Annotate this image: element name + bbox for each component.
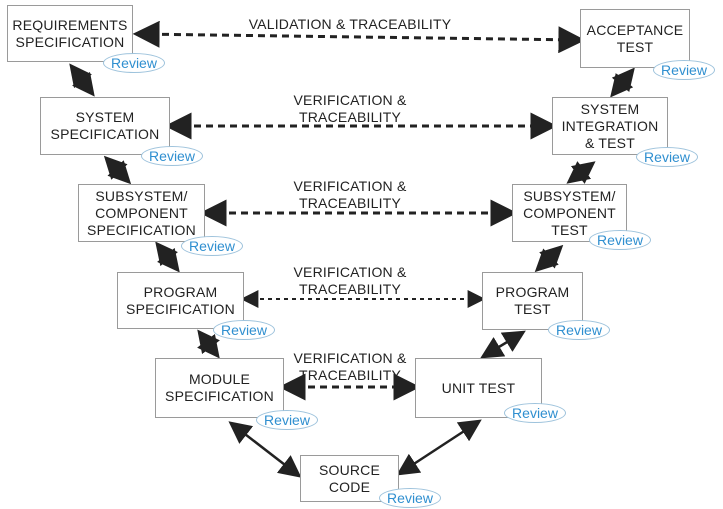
review-badge: Review — [181, 236, 243, 256]
connector-subsystem-test-to-system-integration — [566, 161, 596, 184]
review-badge: Review — [103, 53, 165, 73]
link-label-line: TRACEABILITY — [299, 109, 401, 125]
box-label: SPECIFICATION — [165, 388, 274, 404]
box-label: MODULE — [188, 371, 251, 387]
box-label: SOURCE — [318, 461, 381, 478]
box-label: SYSTEM — [75, 109, 135, 125]
box-label: COMPONENT — [523, 204, 616, 221]
connector-program-test-to-subsystem-test — [534, 244, 564, 273]
link-label-line: TRACEABILITY — [299, 195, 401, 211]
connector-module-to-source — [228, 421, 302, 478]
box-label: UNIT TEST — [441, 379, 516, 396]
box-label: COMPONENT — [95, 204, 188, 221]
box-label: SUBSYSTEM/ — [95, 187, 188, 204]
review-badge: Review — [589, 230, 651, 250]
verification-traceability-label: VERIFICATION & TRACEABILITY — [270, 92, 430, 126]
verification-traceability-label: VERIFICATION & TRACEABILITY — [270, 264, 430, 298]
box-label: SPECIFICATION — [50, 126, 160, 142]
program-specification-box: PROGRAM SPECIFICATION — [117, 272, 244, 329]
review-badge: Review — [504, 403, 566, 423]
box-label: CODE — [328, 478, 371, 495]
review-badge: Review — [256, 410, 318, 430]
requirements-specification-box: REQUIREMENTS SPECIFICATION — [7, 5, 133, 62]
source-code-box: SOURCE CODE — [300, 455, 399, 502]
box-label: INTEGRATION — [561, 117, 659, 134]
review-badge: Review — [141, 146, 203, 166]
box-label: TEST — [514, 301, 551, 317]
validation-traceability-arrow — [132, 20, 586, 54]
verification-traceability-label: VERIFICATION & TRACEABILITY — [270, 350, 430, 384]
box-label: SPECIFICATION — [87, 221, 196, 238]
connector-req-to-system — [69, 63, 95, 97]
box-label: SPECIFICATION — [126, 300, 235, 317]
connector-program-to-module — [197, 329, 220, 359]
link-label-line: TRACEABILITY — [299, 281, 401, 297]
box-label: SYSTEM — [580, 100, 640, 117]
link-label-line: VERIFICATION & — [293, 350, 407, 366]
review-badge: Review — [379, 488, 441, 508]
link-label-line: VALIDATION & TRACEABILITY — [248, 16, 452, 32]
review-badge: Review — [636, 147, 698, 167]
connector-system-integration-to-acceptance — [610, 67, 635, 98]
review-badge: Review — [548, 320, 610, 340]
connector-unittest-to-program-test — [480, 330, 526, 359]
box-label: REQUIREMENTS — [12, 16, 128, 33]
box-label: PROGRAM — [143, 283, 218, 300]
connector-system-to-subsystem — [103, 155, 132, 185]
box-label: SUBSYSTEM/ — [523, 187, 616, 204]
link-label-line: VERIFICATION & — [293, 264, 407, 280]
box-label: PROGRAM — [495, 284, 570, 300]
connector-subsystem-to-program — [155, 241, 180, 273]
box-label: SPECIFICATION — [15, 33, 125, 50]
module-specification-box: MODULE SPECIFICATION — [155, 358, 284, 418]
connector-source-to-unittest — [396, 419, 482, 476]
system-integration-test-box: SYSTEM INTEGRATION & TEST — [552, 97, 668, 155]
link-label-line: VERIFICATION & — [293, 92, 407, 108]
box-label: TEST — [551, 221, 588, 238]
box-label: & TEST — [585, 134, 635, 151]
link-label-line: VERIFICATION & — [293, 178, 407, 194]
validation-traceability-label: VALIDATION & TRACEABILITY — [230, 16, 470, 33]
review-badge: Review — [213, 320, 275, 340]
acceptance-test-box: ACCEPTANCE TEST — [580, 9, 690, 68]
review-badge: Review — [653, 60, 715, 80]
box-label: ACCEPTANCE — [586, 21, 684, 38]
box-label: TEST — [616, 38, 654, 55]
link-label-line: TRACEABILITY — [299, 367, 401, 383]
verification-traceability-label: VERIFICATION & TRACEABILITY — [270, 178, 430, 212]
system-specification-box: SYSTEM SPECIFICATION — [40, 97, 170, 155]
subsystem-component-specification-box: SUBSYSTEM/ COMPONENT SPECIFICATION — [78, 184, 205, 242]
